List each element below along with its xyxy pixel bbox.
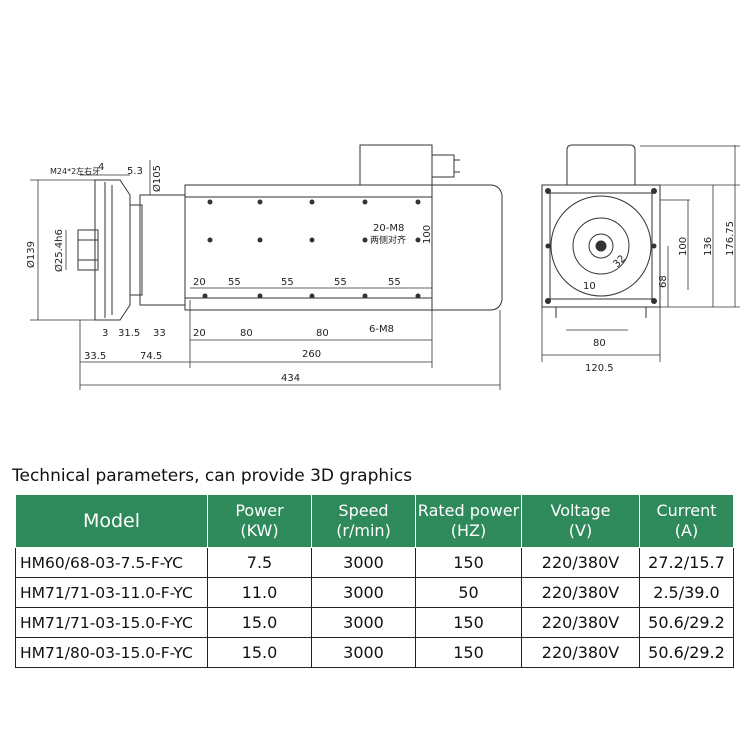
- cell-speed: 3000: [311, 577, 416, 608]
- table-row: HM71/71-03-15.0-F-YC 15.0 3000 150 220/3…: [15, 607, 734, 638]
- junction-box: [359, 144, 433, 186]
- dim-b3: 3: [102, 328, 108, 339]
- header-rated-power: Rated power(HZ): [415, 494, 522, 548]
- cell-rated-power: 150: [415, 607, 522, 638]
- cell-speed: 3000: [311, 607, 416, 638]
- dim-r80: 80: [593, 338, 606, 349]
- cell-speed: 3000: [311, 547, 416, 578]
- table-row: HM71/71-03-11.0-F-YC 11.0 3000 50 220/38…: [15, 577, 734, 608]
- cell-voltage: 220/380V: [521, 547, 640, 578]
- dim-b33-5: 33.5: [84, 351, 106, 362]
- cell-current: 27.2/15.7: [639, 547, 734, 578]
- header-power: Power(KW): [207, 494, 312, 548]
- dim-5-3: 5.3: [127, 166, 143, 177]
- front-flange: [139, 194, 186, 306]
- cell-power: 15.0: [207, 607, 312, 638]
- header-model: Model: [15, 494, 208, 548]
- dim-r176-75: 176.75: [725, 221, 736, 256]
- table-row: HM71/80-03-15.0-F-YC 15.0 3000 150 220/3…: [15, 637, 734, 668]
- body-holes: [202, 199, 421, 299]
- cell-rated-power: 150: [415, 637, 522, 668]
- front-view: [541, 144, 740, 362]
- table-row: HM60/68-03-7.5-F-YC 7.5 3000 150 220/380…: [15, 547, 734, 578]
- dimension-texts: M24*2左右牙 4 5.3 Ø105 Ø139 Ø25.4h6 100 20-…: [25, 162, 736, 384]
- spec-table: Model Power(KW) Speed(r/min) Rated power…: [15, 494, 734, 668]
- dim-r32: 32: [611, 253, 628, 270]
- dim-hole-bottom: 6-M8: [369, 324, 394, 335]
- dim-b74-5: 74.5: [140, 351, 162, 362]
- front-housing: [541, 184, 661, 308]
- dim-b20: 20: [193, 328, 206, 339]
- front-dimension-lines: [541, 145, 740, 362]
- dim-r68: 68: [658, 275, 669, 288]
- cable-gland: [431, 154, 455, 178]
- header-voltage: Voltage(V): [521, 494, 640, 548]
- dim-b80a: 80: [240, 328, 253, 339]
- cell-power: 15.0: [207, 637, 312, 668]
- dim-dia139: Ø139: [25, 241, 37, 268]
- dim-t55b: 55: [281, 277, 294, 288]
- cell-rated-power: 50: [415, 577, 522, 608]
- motor-body-outline: [184, 184, 503, 311]
- cell-power: 7.5: [207, 547, 312, 578]
- front-flange-circle: [550, 195, 652, 297]
- dim-hole-top: 20-M8: [373, 223, 404, 234]
- cell-speed: 3000: [311, 637, 416, 668]
- cell-current: 50.6/29.2: [639, 607, 734, 638]
- dimension-lines: [30, 160, 501, 390]
- technical-drawing: M24*2左右牙 4 5.3 Ø105 Ø139 Ø25.4h6 100 20-…: [25, 144, 740, 390]
- dim-r10: 10: [583, 281, 596, 292]
- dim-t55a: 55: [228, 277, 241, 288]
- cell-rated-power: 150: [415, 547, 522, 578]
- cell-voltage: 220/380V: [521, 607, 640, 638]
- dim-r120-5: 120.5: [585, 363, 614, 374]
- cell-current: 2.5/39.0: [639, 577, 734, 608]
- dim-r100: 100: [678, 237, 689, 256]
- table-header-row: Model Power(KW) Speed(r/min) Rated power…: [15, 494, 734, 548]
- dim-dia25: Ø25.4h6: [53, 229, 65, 272]
- dim-hole-top-note: 两侧对齐: [370, 234, 406, 246]
- dim-t55c: 55: [334, 277, 347, 288]
- dim-b434: 434: [281, 373, 300, 384]
- dim-thread: M24*2左右牙: [50, 166, 100, 176]
- dim-r136: 136: [703, 237, 714, 256]
- dim-b31-5: 31.5: [118, 328, 140, 339]
- header-current: Current(A): [639, 494, 734, 548]
- cell-voltage: 220/380V: [521, 637, 640, 668]
- front-junction-box: [566, 144, 636, 185]
- cell-model: HM71/71-03-11.0-F-YC: [15, 577, 208, 608]
- dim-b33: 33: [153, 328, 166, 339]
- cell-current: 50.6/29.2: [639, 637, 734, 668]
- dim-4: 4: [98, 162, 104, 173]
- dim-b260: 260: [302, 349, 321, 360]
- cell-model: HM71/80-03-15.0-F-YC: [15, 637, 208, 668]
- dim-dia105: Ø105: [151, 165, 163, 192]
- cell-model: HM71/71-03-15.0-F-YC: [15, 607, 208, 638]
- section-heading: Technical parameters, can provide 3D gra…: [12, 466, 413, 486]
- shaft-nut: [77, 229, 99, 271]
- dim-100-side: 100: [422, 225, 433, 244]
- cell-power: 11.0: [207, 577, 312, 608]
- dim-t55d: 55: [388, 277, 401, 288]
- dim-t20: 20: [193, 277, 206, 288]
- dim-b80b: 80: [316, 328, 329, 339]
- cell-model: HM60/68-03-7.5-F-YC: [15, 547, 208, 578]
- side-view: [30, 144, 503, 390]
- header-speed: Speed(r/min): [311, 494, 416, 548]
- cell-voltage: 220/380V: [521, 577, 640, 608]
